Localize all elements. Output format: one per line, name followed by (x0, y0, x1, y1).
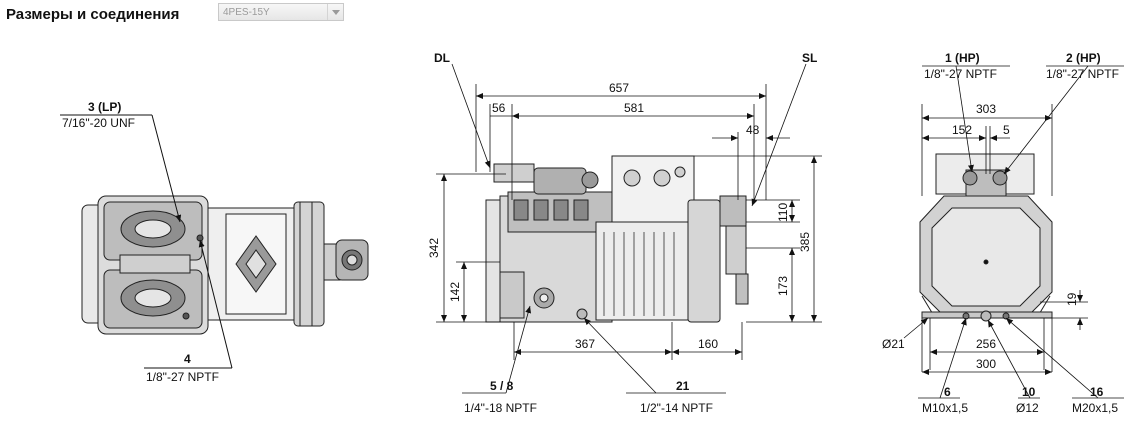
side-view-dimensions (436, 63, 822, 394)
conn-21-spec: 1/2"-14 NPTF (640, 401, 713, 415)
conn-16-spec: M20x1,5 (1072, 401, 1118, 415)
dim-256: 256 (976, 337, 996, 351)
dl-label: DL (434, 51, 450, 65)
dim-56: 56 (492, 101, 506, 115)
dim-342: 342 (427, 238, 441, 258)
model-select[interactable]: 4PES-15Y (218, 3, 344, 21)
dim-142: 142 (448, 282, 462, 302)
conn-2-name: 2 (HP) (1066, 51, 1101, 65)
dim-5: 5 (1003, 123, 1010, 137)
dim-303: 303 (976, 102, 996, 116)
dim-581: 581 (624, 101, 644, 115)
side-view-labels: DL SL 657 56 581 48 342 142 110 385 173 … (427, 51, 817, 415)
conn-4-spec: 1/8"-27 NPTF (146, 370, 219, 384)
conn-21-name: 21 (676, 379, 690, 393)
conn-16-name: 16 (1090, 385, 1104, 399)
dim-160: 160 (698, 337, 718, 351)
conn-4-name: 4 (184, 352, 191, 366)
side-view (485, 155, 749, 323)
conn-1-spec: 1/8"-27 NPTF (924, 67, 997, 81)
dim-173: 173 (776, 276, 790, 296)
dim-110: 110 (776, 203, 790, 222)
conn-5-8-name: 5 / 8 (490, 379, 514, 393)
conn-6-name: 6 (944, 385, 951, 399)
chevron-down-icon[interactable] (327, 4, 343, 20)
conn-10-spec: Ø12 (1016, 401, 1039, 415)
model-select-value: 4PES-15Y (223, 7, 270, 18)
dim-48: 48 (746, 123, 760, 137)
page-title: Размеры и соединения (6, 5, 180, 23)
conn-10-name: 10 (1022, 385, 1036, 399)
dim-300: 300 (976, 357, 996, 371)
conn-5-8-spec: 1/4"-18 NPTF (464, 401, 537, 415)
conn-3-name: 3 (LP) (88, 100, 121, 114)
conn-3-spec: 7/16"-20 UNF (62, 116, 135, 130)
dim-367: 367 (575, 337, 595, 351)
dim-152: 152 (952, 123, 972, 137)
conn-6-spec: M10x1,5 (922, 401, 968, 415)
conn-2-spec: 1/8"-27 NPTF (1046, 67, 1119, 81)
end-view (919, 153, 1053, 322)
top-view (81, 195, 369, 335)
conn-1-name: 1 (HP) (945, 51, 980, 65)
top-view-labels: 3 (LP) 7/16"-20 UNF 4 1/8"-27 NPTF (60, 100, 233, 384)
end-view-dimensions (903, 65, 1124, 399)
dim-19: 19 (1065, 292, 1079, 306)
dim-385: 385 (798, 232, 812, 252)
sl-label: SL (802, 51, 817, 65)
dim-d21: Ø21 (882, 337, 905, 351)
end-view-labels: 1 (HP) 1/8"-27 NPTF 2 (HP) 1/8"-27 NPTF … (882, 51, 1119, 415)
dim-657: 657 (609, 81, 629, 95)
page-header: Размеры и соединения (6, 3, 179, 25)
